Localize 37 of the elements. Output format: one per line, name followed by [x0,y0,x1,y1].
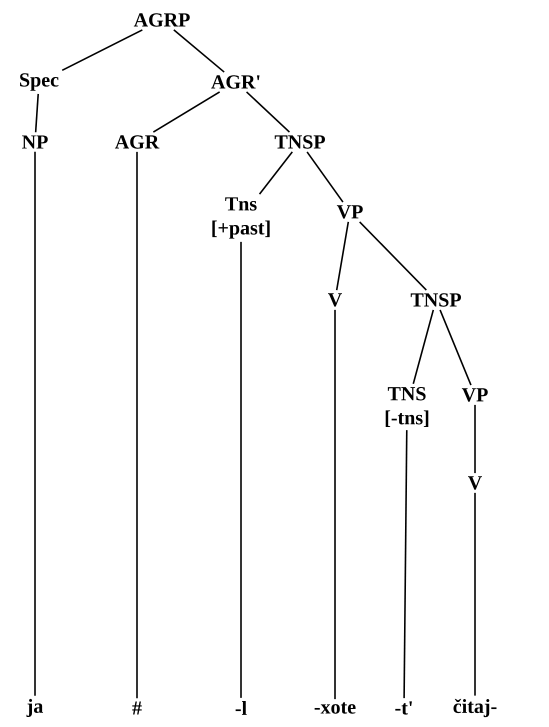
tree-label: NP [22,135,48,149]
tree-label: V [328,293,342,307]
branch-line [152,91,220,133]
tree-label: Tns [+past] [212,197,270,239]
branch-line [246,91,290,133]
branch-line [403,430,408,698]
branch-line [136,152,138,698]
tree-label: TNSP [410,293,461,307]
branch-line [439,310,472,386]
tree-label: V [468,476,482,490]
tree-label: Spec [20,73,58,91]
branch-line [412,310,434,384]
branch-line [474,492,476,696]
branch-line [474,404,476,474]
branch-line [173,29,225,73]
branch-line [334,310,336,700]
tree-label: čitaj- [454,698,496,718]
branch-line [359,221,427,291]
tree-label: # [132,701,142,715]
branch-line [306,151,344,203]
tree-label: TNSP [274,135,325,149]
branch-line [34,152,36,696]
tree-label: -t' [395,701,412,715]
tree-label: -l [236,701,247,715]
tree-label: VP [336,205,363,219]
tree-label: AGRP [134,13,190,27]
branch-line [240,242,242,698]
tree-label: ja [26,698,44,718]
tree-label: TNS [-tns] [386,387,428,427]
tree-label: AGR' [211,75,260,89]
branch-line [34,94,39,132]
tree-label: AGR [114,135,160,149]
branch-line [336,222,350,290]
branch-line [62,29,143,72]
tree-label: -xote [314,702,356,714]
branch-line [258,151,293,195]
tree-label: VP [462,388,488,402]
